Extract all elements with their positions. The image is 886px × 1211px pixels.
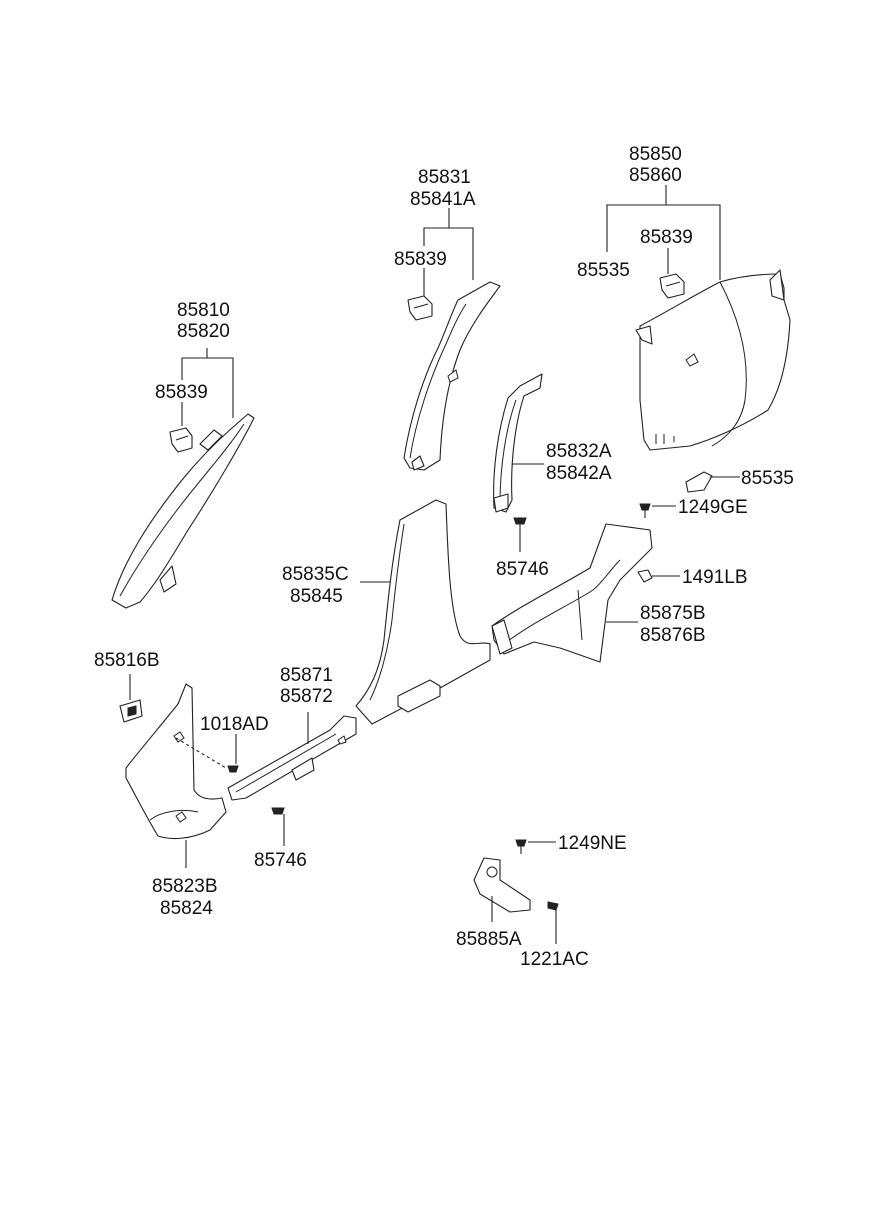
label-85876B: 85876B — [640, 625, 706, 646]
label-85831: 85831 — [418, 167, 471, 188]
label-85824: 85824 — [160, 898, 213, 919]
label-85820: 85820 — [177, 321, 230, 342]
screw-1491LB — [637, 569, 680, 583]
label-85850: 85850 — [629, 144, 682, 165]
screw-1249GE — [639, 503, 676, 518]
b-pillar-upper-trim-part — [403, 281, 501, 471]
leader-85850 — [606, 204, 721, 280]
label-1221AC: 1221AC — [520, 949, 589, 970]
label-85841A: 85841A — [410, 189, 476, 210]
bracket-85885A-part — [473, 857, 531, 922]
label-85839-c: 85839 — [640, 227, 693, 248]
clip-85839-c — [659, 273, 685, 299]
rear-wheelhouse-trim-part — [491, 523, 653, 663]
front-kick-trim-part — [125, 683, 227, 840]
label-85875B: 85875B — [640, 603, 706, 624]
label-1249NE: 1249NE — [558, 833, 627, 854]
label-85535-a: 85535 — [577, 260, 630, 281]
clip-85535-b — [685, 471, 740, 493]
quarter-trim-part — [635, 269, 791, 451]
a-pillar-trim-part — [111, 413, 255, 609]
label-85845: 85845 — [290, 586, 343, 607]
label-85842A: 85842A — [546, 463, 612, 484]
label-85839-b: 85839 — [394, 249, 447, 270]
label-85535-b: 85535 — [741, 468, 794, 489]
clip-85839-a — [169, 427, 193, 453]
label-1018AD: 1018AD — [200, 714, 269, 735]
label-85885A: 85885A — [456, 929, 522, 950]
label-85872: 85872 — [280, 686, 333, 707]
label-85839-a: 85839 — [155, 382, 208, 403]
label-85871: 85871 — [280, 665, 333, 686]
label-85746-a: 85746 — [496, 559, 549, 580]
label-85746-b: 85746 — [254, 850, 307, 871]
screw-85746-a — [513, 517, 527, 552]
label-85823B: 85823B — [152, 876, 218, 897]
center-pillar-lower-part — [493, 373, 543, 513]
clip-85816B — [119, 674, 143, 723]
screw-1221AC — [547, 901, 559, 944]
screw-1018AD — [175, 734, 239, 773]
clip-85839-b — [407, 295, 433, 321]
label-85832A: 85832A — [546, 441, 612, 462]
label-1249GE: 1249GE — [678, 497, 748, 518]
label-85835C: 85835C — [282, 564, 349, 585]
center-pillar-trim-part — [355, 499, 491, 725]
screw-1249NE — [515, 839, 556, 854]
label-85816B: 85816B — [94, 650, 160, 671]
label-1491LB: 1491LB — [682, 567, 748, 588]
door-scuff-plate-part — [227, 715, 357, 801]
screw-85746-b — [271, 807, 285, 846]
label-85810: 85810 — [177, 300, 230, 321]
label-85860: 85860 — [629, 165, 682, 186]
